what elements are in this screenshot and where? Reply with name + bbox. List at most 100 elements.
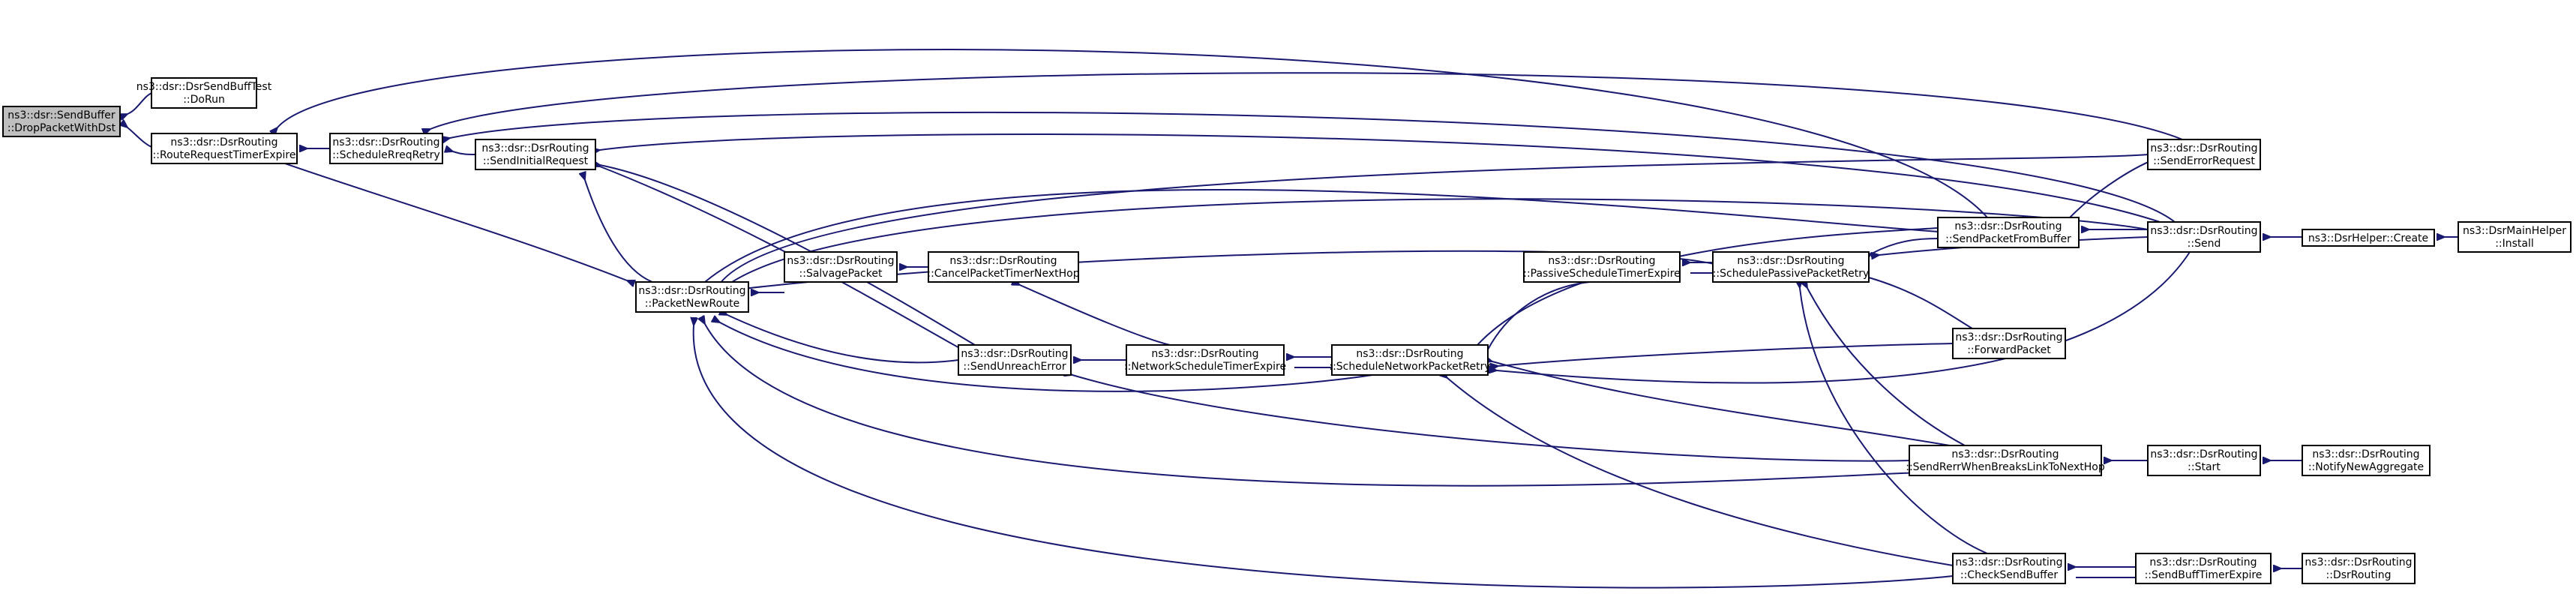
edge [1477, 227, 1939, 345]
node-label: ::DropPacketWithDst [7, 122, 116, 134]
node-cptnh[interactable]: ns3::dsr::DsrRouting::CancelPacketTimerN… [927, 251, 1080, 283]
node-box [635, 281, 749, 313]
edge [127, 128, 152, 148]
edge-srwb-to-pnr [705, 324, 1921, 487]
edge [284, 163, 627, 280]
node-label: ::Send [2188, 238, 2221, 250]
edge-send-to-srr [450, 111, 2176, 223]
node-create[interactable]: ns3::DsrHelper::Create [2302, 229, 2435, 247]
node-box [1331, 344, 1489, 376]
edge-send-to-snpr [1497, 251, 2191, 384]
edge [1492, 362, 1951, 446]
node-label: ns3::dsr::DsrRouting [1548, 255, 1655, 267]
edge [600, 134, 2161, 223]
node-label: ns3::dsr::DsrRouting [638, 285, 745, 297]
node-srr[interactable]: ns3::dsr::DsrRouting::ScheduleRreqRetry [329, 133, 443, 164]
edge-rrte-to-pnr [284, 163, 627, 280]
node-label: ::Install [2495, 238, 2534, 250]
edge-csb-to-snpr [1447, 378, 1954, 566]
node-label: ::SchedulePassivePacketRetry [1713, 268, 1870, 280]
edge-spfb-to-sir [600, 165, 976, 346]
edge-spfb-to-snpr [1477, 227, 1939, 345]
edge [1872, 238, 1939, 254]
node-label: ns3::dsr::DsrRouting [2305, 556, 2412, 568]
node-salv[interactable]: ns3::dsr::DsrRouting::SalvagePacket [784, 251, 898, 283]
node-fwd[interactable]: ns3::dsr::DsrRouting::ForwardPacket [1952, 328, 2066, 359]
edge [1488, 281, 1591, 350]
edge [127, 92, 152, 114]
nodes: ns3::dsr::SendBuffer::DropPacketWithDstn… [2, 77, 2572, 584]
edge-csb-to-pnr [694, 326, 1954, 589]
node-spfb[interactable]: ns3::dsr::DsrRouting::SendPacketFromBuff… [1937, 217, 2080, 248]
node-label: ::SendPacketFromBuffer [1945, 233, 2071, 245]
edge-srwb-to-snpr [1492, 362, 1951, 446]
node-label: ns3::DsrMainHelper [2463, 225, 2566, 237]
node-box [2302, 445, 2431, 476]
edge-srwb-to-sppr [1807, 288, 1966, 446]
node-label: ::PassiveScheduleTimerExpire [1523, 268, 1681, 280]
node-box [958, 344, 1072, 376]
node-srwb[interactable]: ns3::dsr::DsrRouting::SendRerrWhenBreaks… [1906, 445, 2105, 476]
node-snpr[interactable]: ns3::dsr::DsrRouting::ScheduleNetworkPac… [1329, 344, 1491, 376]
node-box [2147, 445, 2261, 476]
node-box [2458, 221, 2572, 253]
node-label: ns3::dsr::DsrSendBuffTest [136, 81, 272, 93]
node-label: ns3::dsr::DsrRouting [2150, 142, 2257, 154]
node-box [151, 77, 257, 109]
node-box [2, 106, 121, 137]
node-install[interactable]: ns3::DsrMainHelper::Install [2458, 221, 2572, 253]
node-box [1126, 344, 1285, 376]
node-send[interactable]: ns3::dsr::DsrRouting::Send [2147, 221, 2261, 253]
node-box [1952, 328, 2066, 359]
node-nste[interactable]: ns3::dsr::DsrRouting::NetworkScheduleTim… [1124, 344, 1286, 376]
edge-fwd-to-sppr [1869, 278, 1973, 329]
node-label: ns3::dsr::DsrRouting [1955, 556, 2062, 568]
edge-spfb-to-pnr [705, 189, 1951, 282]
node-label: ::DsrRouting [2326, 569, 2392, 581]
node-box [2147, 139, 2261, 170]
node-box [784, 251, 898, 283]
node-pste[interactable]: ns3::dsr::DsrRouting::PassiveScheduleTim… [1523, 251, 1681, 283]
edge-send-to-sir [600, 134, 2161, 223]
node-label: ::DoRun [183, 94, 225, 106]
node-box [2135, 553, 2272, 584]
node-sppr[interactable]: ns3::dsr::DsrRouting::SchedulePassivePac… [1712, 251, 1870, 283]
node-box [151, 133, 298, 164]
node-start[interactable]: ns3::dsr::DsrRouting::Start [2147, 445, 2261, 476]
edge [720, 322, 1373, 392]
node-label: ns3::dsr::DsrRouting [481, 142, 589, 154]
node-csb[interactable]: ns3::dsr::DsrRouting::CheckSendBuffer [1952, 553, 2066, 584]
node-label: ns3::dsr::DsrRouting [1951, 448, 2059, 460]
node-ser[interactable]: ns3::dsr::DsrRouting::SendErrorRequest [2147, 139, 2261, 170]
node-sbte[interactable]: ns3::dsr::DsrRouting::SendBuffTimerExpir… [2135, 553, 2272, 584]
edge [430, 72, 2183, 140]
edge [1020, 285, 1171, 346]
edge-snpr-to-pnr [720, 322, 1373, 392]
edge-sue-to-pnr [727, 315, 959, 364]
node-dorun[interactable]: ns3::dsr::DsrSendBuffTest::DoRun [136, 77, 272, 109]
edge [1447, 378, 1954, 566]
node-label: ::NetworkScheduleTimerExpire [1124, 361, 1286, 373]
node-nna[interactable]: ns3::dsr::DsrRouting::NotifyNewAggregate [2302, 445, 2431, 476]
edge-csb-to-sppr [1800, 288, 1988, 554]
node-drop[interactable]: ns3::dsr::SendBuffer::DropPacketWithDst [2, 106, 121, 137]
node-sue[interactable]: ns3::dsr::DsrRouting::SendUnreachError [958, 344, 1072, 376]
node-label: ::SalvagePacket [799, 268, 883, 280]
node-label: ::ScheduleRreqRetry [332, 149, 440, 161]
edge [727, 315, 959, 364]
node-sir[interactable]: ns3::dsr::DsrRouting::SendInitialRequest [475, 139, 596, 170]
node-label: ::PacketNewRoute [645, 298, 739, 310]
edge [585, 180, 653, 283]
node-rrte[interactable]: ns3::dsr::DsrRouting::RouteRequestTimerE… [151, 133, 298, 164]
node-label: ::CancelPacketTimerNextHop [927, 268, 1079, 280]
node-label: ::ForwardPacket [1967, 344, 2051, 356]
node-pnr[interactable]: ns3::dsr::DsrRouting::PacketNewRoute [635, 281, 749, 313]
edge-ser-to-srr [430, 72, 2183, 140]
node-label: ::CheckSendBuffer [1960, 569, 2058, 581]
node-label: ns3::DsrHelper::Create [2308, 232, 2428, 244]
node-label: ns3::dsr::DsrRouting [332, 136, 439, 148]
node-ctor[interactable]: ns3::dsr::DsrRouting::DsrRouting [2302, 553, 2416, 584]
edge [1497, 251, 2191, 384]
node-label: ns3::dsr::DsrRouting [1151, 348, 1258, 360]
node-label: ::SendRerrWhenBreaksLinkToNextHop [1906, 461, 2105, 473]
